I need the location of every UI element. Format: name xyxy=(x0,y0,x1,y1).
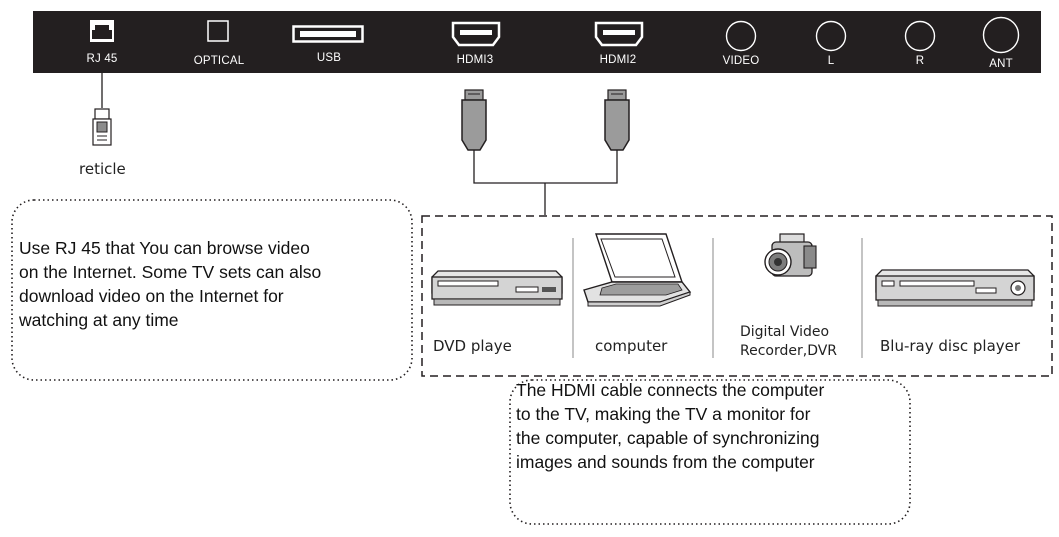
port-label-l: L xyxy=(827,55,835,67)
rca-port-icon xyxy=(904,20,936,52)
rca-port-icon xyxy=(725,20,757,52)
device-label-computer: computer xyxy=(595,337,668,355)
port-label-hdmi2: HDMI2 xyxy=(599,54,637,66)
tv-back-panel: RJ 45 OPTICAL USB HDMI3 HDMI2 VIDEO L R … xyxy=(33,11,1041,73)
hdmi-note-line: The HDMI cable connects the computer xyxy=(516,380,825,400)
laptop-icon xyxy=(583,233,692,307)
hdmi-port-icon xyxy=(451,21,501,47)
camcorder-icon xyxy=(764,233,817,277)
rj45-port-icon xyxy=(90,20,114,42)
port-label-rj45: RJ 45 xyxy=(86,53,118,65)
rj45-note-line: on the Internet. Some TV sets can also xyxy=(19,262,322,282)
hdmi-port-icon xyxy=(594,21,644,47)
rj45-note-line: download video on the Internet for xyxy=(19,286,284,306)
port-label-optical: OPTICAL xyxy=(193,55,245,67)
device-label-bluray: Blu-ray disc player xyxy=(880,337,1021,355)
port-label-r: R xyxy=(915,55,925,67)
device-label-dvr-line1: Digital Video xyxy=(740,324,830,340)
network-device-label: reticle xyxy=(79,160,126,178)
hdmi-note-line: images and sounds from the computer xyxy=(516,452,815,472)
rca-port-icon xyxy=(815,20,847,52)
usb-port-icon xyxy=(292,25,364,43)
bluray-player-icon xyxy=(875,269,1035,307)
hdmi-cable-hdmi2 xyxy=(604,89,630,158)
optical-port-icon xyxy=(207,20,229,42)
antenna-port-icon xyxy=(982,16,1020,54)
rj45-note-line: Use RJ 45 that You can browse video xyxy=(19,238,310,258)
rj45-note-line: watching at any time xyxy=(19,310,179,330)
ethernet-plug-icon xyxy=(92,108,112,146)
dvd-player-icon xyxy=(431,270,563,306)
hdmi-cable-hdmi3 xyxy=(461,89,487,158)
hdmi-note-line: to the TV, making the TV a monitor for xyxy=(516,404,811,424)
port-label-ant: ANT xyxy=(989,58,1013,70)
device-label-dvr-line2: Recorder,DVR xyxy=(740,343,838,359)
port-label-hdmi3: HDMI3 xyxy=(456,54,494,66)
device-label-dvd: DVD playe xyxy=(433,337,512,355)
port-label-usb: USB xyxy=(316,52,342,64)
hdmi-note-line: the computer, capable of synchronizing xyxy=(516,428,820,448)
port-label-video: VIDEO xyxy=(722,55,760,67)
